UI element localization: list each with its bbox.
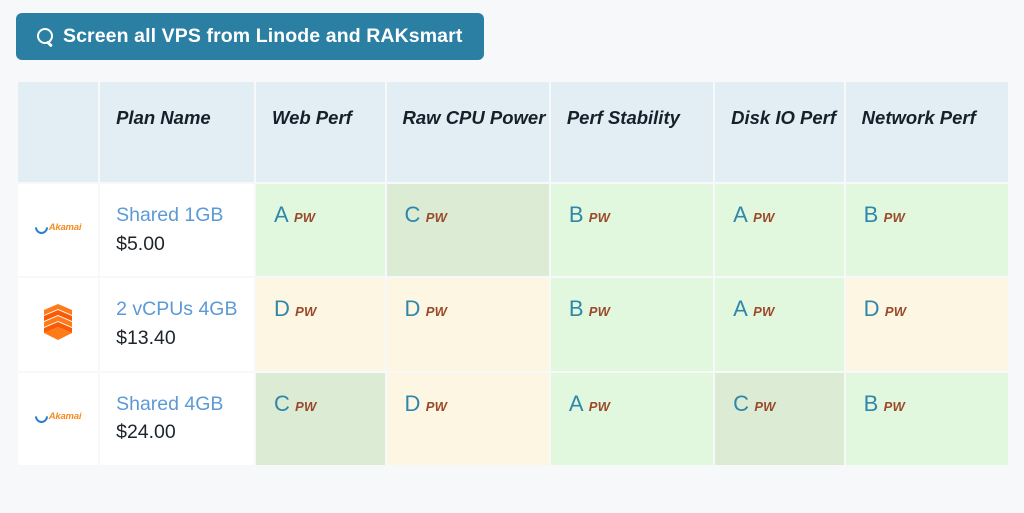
- screen-all-vps-button[interactable]: Screen all VPS from Linode and RAKsmart: [16, 13, 485, 60]
- grade-suffix: PW: [588, 304, 611, 320]
- grade-cell[interactable]: C PW: [386, 184, 549, 277]
- grade-suffix: PW: [753, 210, 775, 225]
- grade-letter: B: [863, 202, 879, 227]
- grade-suffix: PW: [753, 304, 775, 320]
- grade-letter: B: [568, 202, 584, 227]
- grade-letter: C: [404, 202, 421, 227]
- plan-cell: Shared 1GB $5.00: [100, 184, 254, 277]
- grade-suffix: PW: [754, 398, 776, 414]
- raksmart-logo: [39, 302, 77, 342]
- grade-letter: D: [404, 296, 421, 322]
- grade-letter: A: [568, 390, 584, 416]
- grade-suffix: PW: [883, 210, 905, 225]
- akamai-logo: Akamai: [32, 407, 82, 426]
- grade-letter: C: [273, 390, 291, 416]
- column-header-plan-name[interactable]: Plan Name: [100, 82, 254, 182]
- grade-cell[interactable]: B PW: [845, 184, 1008, 277]
- grade-cell[interactable]: A PW: [255, 184, 385, 277]
- header-row: Plan Name Web Perf Raw CPU Power Perf St…: [18, 82, 1008, 182]
- column-header-network-perf[interactable]: Network Perf: [845, 82, 1008, 182]
- grade-letter: A: [733, 202, 749, 227]
- akamai-wordmark: Akamai: [48, 410, 82, 422]
- grade-suffix: PW: [293, 210, 316, 225]
- plan-cell: Shared 4GB $24.00: [100, 372, 254, 466]
- plan-price: $24.00: [116, 421, 176, 444]
- search-icon: [36, 27, 54, 46]
- grade-suffix: PW: [883, 398, 905, 414]
- grade-cell[interactable]: B PW: [550, 184, 714, 277]
- grade-cell[interactable]: A PW: [715, 184, 844, 277]
- plan-cell: 2 vCPUs 4GB $13.40: [100, 278, 254, 371]
- provider-logo-cell: Akamai: [18, 184, 99, 277]
- plan-name-link[interactable]: Shared 4GB: [116, 392, 224, 415]
- grade-letter: D: [863, 296, 880, 322]
- grade-suffix: PW: [295, 398, 317, 414]
- grade-letter: C: [733, 390, 750, 416]
- provider-logo-cell: [18, 278, 99, 371]
- akamai-arc-icon: [32, 407, 51, 426]
- grade-letter: B: [863, 390, 879, 416]
- grade-suffix: PW: [588, 398, 611, 414]
- column-header-raw-cpu-power[interactable]: Raw CPU Power: [386, 82, 549, 182]
- grade-letter: D: [273, 296, 291, 322]
- column-header-logo: [18, 82, 99, 182]
- grade-suffix: PW: [425, 304, 448, 320]
- akamai-arc-icon: [32, 218, 51, 237]
- search-button-label: Screen all VPS from Linode and RAKsmart: [63, 25, 463, 47]
- grade-suffix: PW: [425, 210, 448, 225]
- table-row: Akamai Shared 1GB $5.00 A PW C PW B PW A PW B PW: [18, 184, 1008, 277]
- grade-letter: B: [568, 296, 584, 322]
- vps-comparison-table: Plan Name Web Perf Raw CPU Power Perf St…: [16, 80, 1010, 468]
- akamai-logo: Akamai: [32, 218, 82, 237]
- column-header-perf-stability[interactable]: Perf Stability: [550, 82, 714, 182]
- column-header-web-perf[interactable]: Web Perf: [255, 82, 385, 182]
- plan-price: $13.40: [116, 327, 176, 350]
- plan-name-link[interactable]: Shared 1GB: [116, 204, 224, 226]
- akamai-wordmark: Akamai: [48, 222, 82, 234]
- column-header-disk-io-perf[interactable]: Disk IO Perf: [715, 82, 844, 182]
- grade-letter: A: [733, 296, 749, 322]
- grade-suffix: PW: [295, 304, 317, 320]
- provider-logo-cell: Akamai: [18, 372, 99, 466]
- grade-letter: A: [273, 202, 289, 227]
- grade-suffix: PW: [588, 210, 611, 225]
- grade-suffix: PW: [425, 398, 448, 414]
- grade-letter: D: [404, 390, 421, 416]
- grade-suffix: PW: [884, 304, 907, 320]
- table-header: Plan Name Web Perf Raw CPU Power Perf St…: [18, 82, 1008, 182]
- plan-price: $5.00: [116, 232, 165, 255]
- plan-name-link[interactable]: 2 vCPUs 4GB: [116, 298, 238, 321]
